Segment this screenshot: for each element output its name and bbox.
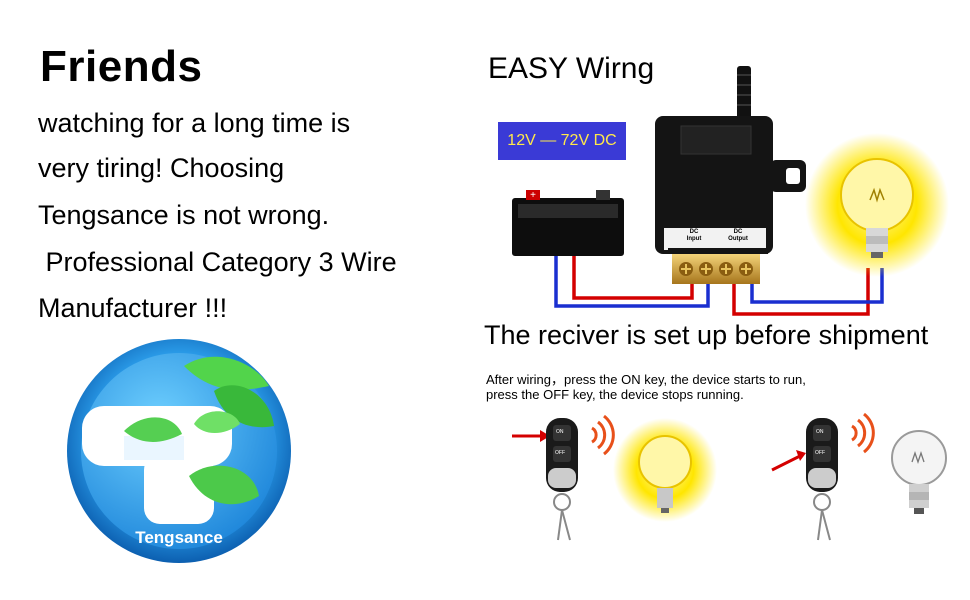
body-line-2: very tiring! Choosing — [38, 153, 285, 183]
tengsance-logo: Tengsance — [64, 336, 294, 566]
remote-control-icon — [546, 418, 578, 541]
remote-on-key-right: ON — [816, 429, 824, 435]
body-line-3: Tengsance is not wrong. — [38, 200, 330, 230]
remote-control-icon — [806, 418, 838, 541]
remote-off-key-left: OFF — [555, 450, 565, 456]
red-arrow-icon — [512, 430, 550, 442]
voltage-badge: 12V — 72V DC — [498, 122, 626, 160]
logo-brand-label: Tengsance — [135, 528, 223, 547]
receiver-setup-note: The reciver is set up before shipment — [484, 320, 929, 350]
instruction-line-2: press the OFF key, the device stops runn… — [486, 387, 744, 402]
terminal-input-bottom: Input — [686, 236, 702, 242]
wiring-title: EASY Wirng — [488, 52, 655, 85]
light-bulb-on-icon — [805, 133, 949, 277]
svg-text:+: + — [530, 190, 536, 201]
body-line-4: Professional Category 3 Wire — [38, 247, 397, 277]
logo-graphic-icon — [67, 339, 291, 563]
wireless-signal-icon — [591, 414, 615, 456]
terminal-input-top: DC — [689, 229, 699, 235]
body-line-1: watching for a long time is — [38, 108, 351, 138]
antenna-icon — [737, 66, 751, 120]
instruction-line-1: After wiring，press the ON key, the devic… — [486, 372, 806, 387]
light-bulb-on-icon — [613, 418, 717, 522]
body-line-5: Manufacturer !!! — [38, 293, 228, 323]
relay-receiver-icon — [655, 116, 806, 284]
headline-friends: Friends — [40, 42, 203, 91]
battery-icon: + — [512, 190, 624, 256]
remote-off-key-right: OFF — [815, 450, 825, 456]
remote-on-key-left: ON — [556, 429, 564, 435]
red-arrow-icon — [771, 450, 806, 472]
terminal-output-bottom: Output — [728, 236, 748, 242]
light-bulb-off-icon — [891, 430, 947, 514]
wireless-signal-icon — [851, 412, 875, 454]
terminal-label-output: DC Output — [718, 229, 758, 243]
terminal-output-top: DC — [733, 229, 743, 235]
terminal-label-input: DC Input — [676, 229, 712, 243]
